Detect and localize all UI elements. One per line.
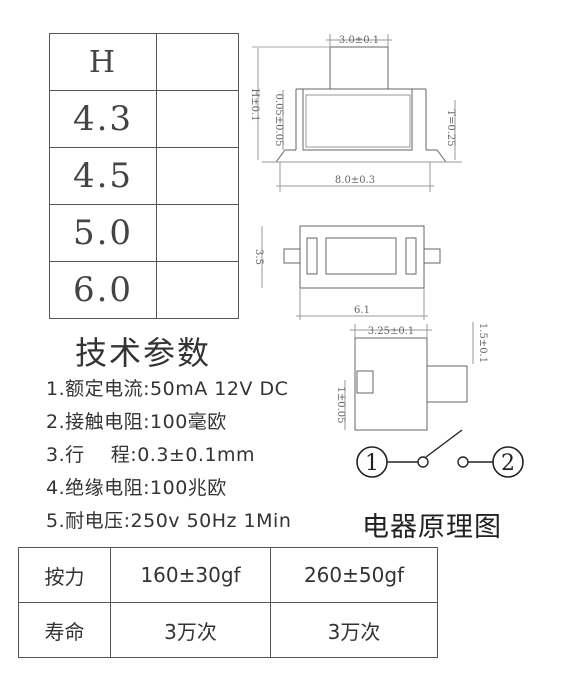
force-life-table: 按力 160±30gf 260±50gf 寿命 3万次 3万次 (18, 547, 438, 658)
dim-small-w: 3.25±0.1 (368, 326, 415, 337)
button-actuator (329, 46, 389, 90)
table-row: 6.0 (49, 261, 239, 319)
circuit-title: 电器原理图 (362, 512, 502, 543)
dim-right-h: 1.5±0.1 (477, 323, 488, 363)
dim-thickness: T=0.25 (445, 109, 456, 146)
dim-top-width: 3.0±0.1 (339, 35, 379, 46)
table-cell: 3万次 (270, 602, 438, 658)
dim-inner: 0.05±0.05 (273, 94, 284, 147)
spec-item: 2.接触电阻:100毫欧 (46, 411, 227, 433)
row-label: 按力 (18, 547, 111, 603)
height-table: H 4.3 4.5 5.0 6.0 (49, 33, 239, 319)
height-value: 5.0 (49, 204, 157, 262)
spec-item: 1.额定电流:50mA 12V DC (46, 378, 289, 400)
switch-side-view (354, 337, 428, 431)
terminal-1-label: 1 (365, 451, 379, 476)
table-cell: 160±30gf (110, 547, 271, 603)
spec-item: 3.行 程:0.3±0.1mm (46, 444, 256, 466)
switch-body (302, 89, 413, 151)
terminal-2-label: 2 (501, 451, 515, 476)
table-row: 按力 160±30gf 260±50gf (18, 547, 438, 603)
switch-contact-icon (425, 429, 463, 458)
table-cell: 260±50gf (270, 547, 438, 603)
dim-h: H±0.1 (249, 88, 260, 121)
switch-top-view (299, 225, 425, 289)
height-value: 6.0 (49, 261, 157, 319)
table-cell: 3万次 (110, 602, 271, 658)
table-row: 5.0 (49, 204, 239, 262)
spec-item: 4.绝缘电阻:100兆欧 (46, 477, 227, 499)
spec-item: 5.耐电压:250v 50Hz 1Min (46, 510, 292, 532)
dim-left-h: 1±0.05 (335, 386, 346, 423)
height-value: 4.5 (49, 147, 157, 205)
row-label: 寿命 (18, 602, 111, 658)
table-row: 寿命 3万次 3万次 (18, 602, 438, 658)
table-row: 4.5 (49, 147, 239, 205)
table-row: H (49, 33, 239, 91)
height-header: H (49, 33, 157, 91)
specs-title: 技术参数 (75, 334, 212, 372)
dim-body-len: 6.1 (354, 305, 370, 316)
dim-bottom-width: 8.0±0.3 (335, 175, 375, 186)
dim-side-h: 3.5 (253, 249, 264, 265)
